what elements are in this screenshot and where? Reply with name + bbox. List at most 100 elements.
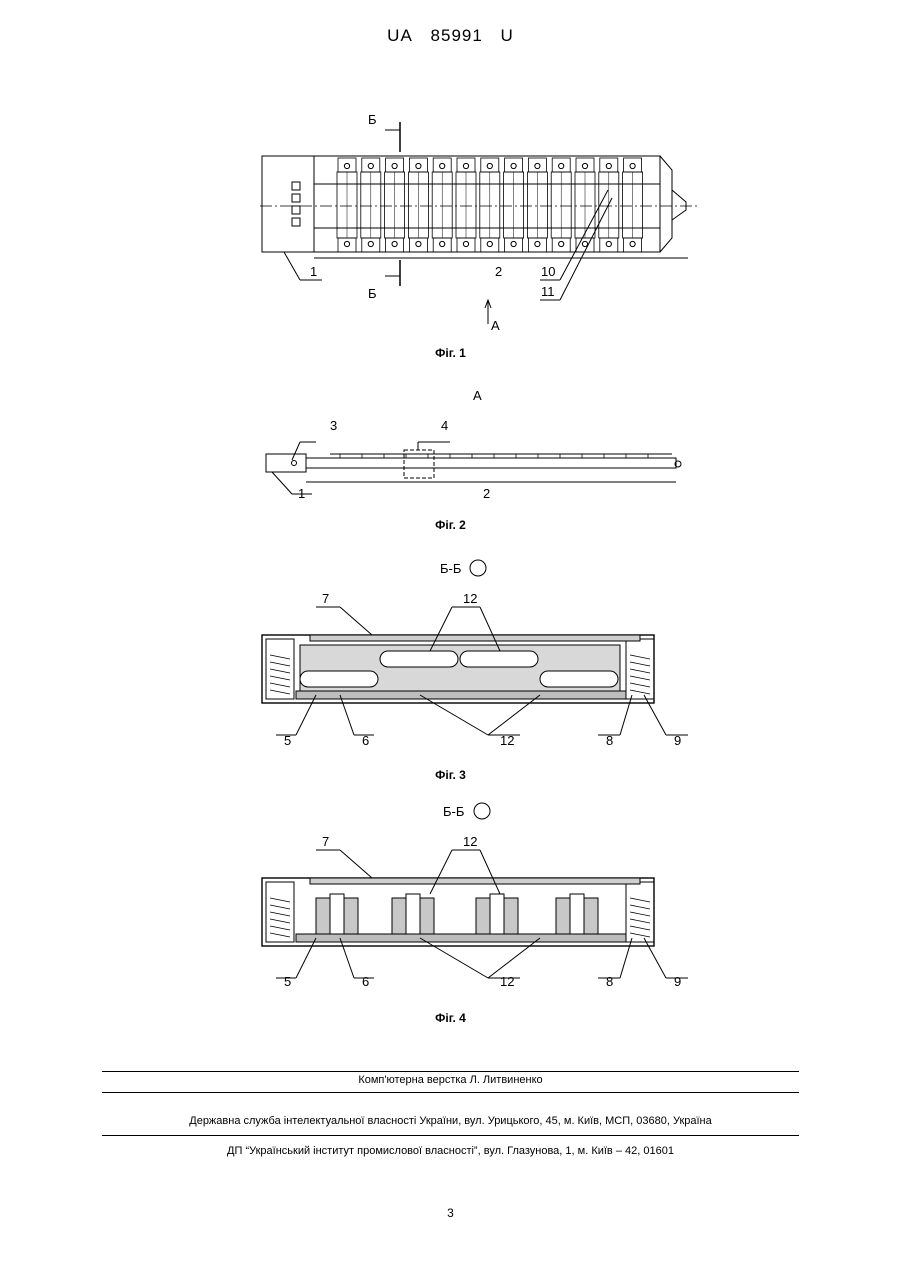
footer-agency: Державна служба інтелектуальної власност… [0,1115,901,1127]
leader-5 [296,695,316,735]
fig2-callout-4: 4 [441,418,448,433]
section-right-spring [630,933,650,937]
fig2-view-title: A [473,388,482,403]
leader-12-d [488,938,540,978]
fig4-callout-12-bottom: 12 [500,974,514,989]
fig1-module-hole [416,163,421,168]
fig1-module-bottom [505,238,523,252]
figure-4-drawing: Б-Б 7 12 5 6 12 8 9 [0,798,901,998]
leader-8 [620,938,632,978]
section-left-spring [270,683,290,687]
section-left-spring [270,898,290,902]
section-right-spring [630,690,650,694]
fig1-module-hole [487,163,492,168]
fig2-callout-3: 3 [330,418,337,433]
page-number: 3 [0,1206,901,1220]
fig1-end-block-1 [262,156,314,252]
figure-2: A 3 4 1 2 [0,384,901,514]
section-tube-12 [460,651,538,667]
fig1-module-hole [606,163,611,168]
footer-rule-3 [102,1135,799,1136]
fig1-module-top [409,158,427,172]
fig1-module-hole [344,163,349,168]
section-clamp-pin [490,894,504,934]
figure-3-caption: Фіг. 3 [0,768,901,782]
fig1-view-letter: A [491,318,500,333]
leader-6 [340,695,354,735]
fig1-body-end [660,156,672,252]
section-clamp-pin [570,894,584,934]
fig1-module-bottom [409,238,427,252]
leader-6 [340,938,354,978]
fig1-module-top [552,158,570,172]
leader-12-d [488,695,540,735]
country-code: UA [387,26,413,45]
section-tube-12 [540,671,618,687]
fig1-module-top [362,158,380,172]
fig1-module-top [505,158,523,172]
fig2-callout-2: 2 [483,486,490,501]
fig3-section-title: Б-Б [440,561,461,576]
fig1-module-top [528,158,546,172]
footer-institute: ДП “Український інститут промислової вла… [0,1145,901,1157]
section-right-spring [630,898,650,902]
figure-3: Б-Б 7 12 5 6 12 8 9 [0,555,901,755]
fig4-section-title: Б-Б [443,804,464,819]
fig3-callout-12-top: 12 [463,591,477,606]
fig1-callout-11: 11 [541,284,555,299]
section-left-spring [270,676,290,680]
section-right-spring [630,912,650,916]
section-left-spring [270,926,290,930]
leader-5 [296,938,316,978]
section-left-spring [270,919,290,923]
figure-2-caption: Фіг. 2 [0,518,901,532]
section-clamp-pin [406,894,420,934]
figure-1-drawing: Б Б A 1 2 10 11 [0,110,901,340]
section-right-spring [630,669,650,673]
section-clamp-pin [330,894,344,934]
fig4-section-circle-icon [474,803,490,819]
fig1-module-hole [630,163,635,168]
fig2-leader-3 [292,442,300,460]
fig1-callout-2: 2 [495,264,502,279]
figure-4: Б-Б 7 12 5 6 12 8 9 [0,798,901,998]
fig1-module-top [433,158,451,172]
section-right-spring [630,919,650,923]
leader-9 [644,938,666,978]
fig1-module-hole [368,241,373,246]
fig1-module-hole [582,241,587,246]
fig4-callout-12-top: 12 [463,834,477,849]
fig1-module-top [457,158,475,172]
fig2-body [306,458,676,468]
fig1-leader-1 [284,252,300,280]
fig1-clamp [292,194,300,202]
fig1-section-letter-bottom: Б [368,286,377,301]
leader-9 [644,695,666,735]
fig1-module-hole [487,241,492,246]
fig1-module-bottom [528,238,546,252]
figure-3-drawing: Б-Б 7 12 5 6 12 8 9 [0,555,901,755]
leader-12-b [480,607,500,651]
fig2-callout-1: 1 [298,486,305,501]
leader-7 [340,850,372,878]
fig4-callout-7: 7 [322,834,329,849]
figure-1-caption: Фіг. 1 [0,346,901,360]
section-bottom-plate [296,691,626,699]
footer-rule-2 [102,1092,799,1093]
fig4-callout-6: 6 [362,974,369,989]
fig1-module-hole [535,241,540,246]
section-left-spring [270,933,290,937]
leader-12-a [430,850,452,894]
figure-1: Б Б A 1 2 10 11 [0,110,901,340]
footer-typesetting: Комп'ютерна верстка Л. Литвиненко [0,1074,901,1086]
patent-number: 85991 [431,26,483,45]
section-top-plate-7 [310,635,640,641]
fig3-callout-12-bottom: 12 [500,733,514,748]
fig1-module-hole [463,163,468,168]
fig1-module-hole [511,163,516,168]
fig1-module-hole [368,163,373,168]
fig1-module-hole [559,163,564,168]
fig1-clamp [292,218,300,226]
section-left-spring [270,655,290,659]
footer-rule-1 [102,1071,799,1072]
